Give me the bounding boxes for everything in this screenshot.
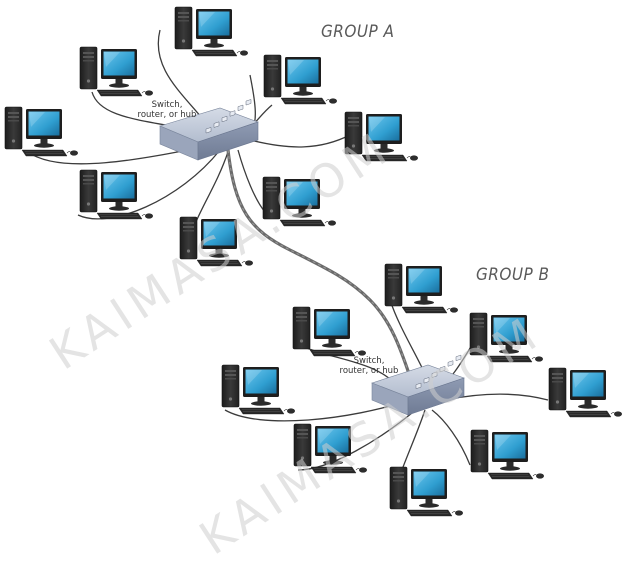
hub-a-label: Switch, router, or hub xyxy=(132,100,202,120)
hub-b-label: Switch, router, or hub xyxy=(334,356,404,376)
cable xyxy=(237,149,266,213)
hub-b-label-line2: router, or hub xyxy=(339,366,399,376)
computer-icon xyxy=(79,169,154,220)
hub-b-label-line1: Switch, xyxy=(353,356,385,366)
computer-icon xyxy=(221,364,296,415)
cable xyxy=(431,409,471,466)
computer-icon xyxy=(293,423,368,474)
group-b-title: GROUP B xyxy=(476,265,550,285)
computer-icon xyxy=(344,111,419,162)
computer-icon xyxy=(263,54,338,105)
computer-icon xyxy=(469,312,544,363)
computer-icon xyxy=(292,306,367,357)
backbone-cable xyxy=(226,148,417,394)
hub-a-label-line2: router, or hub xyxy=(137,110,197,120)
computer-icon xyxy=(470,429,545,480)
network-diagram xyxy=(4,6,623,517)
computer-icon xyxy=(179,216,254,267)
cable xyxy=(297,407,419,471)
computer-icon xyxy=(4,106,79,157)
computer-icon xyxy=(262,176,337,227)
computer-icon xyxy=(384,263,459,314)
hub-a-label-line1: Switch, xyxy=(151,100,183,110)
computer-icon xyxy=(79,46,154,97)
hub-a xyxy=(159,99,259,161)
cable xyxy=(249,134,351,148)
cable xyxy=(77,149,221,220)
computer-icon xyxy=(548,367,623,418)
group-a-title: GROUP A xyxy=(321,22,395,42)
computer-icon xyxy=(389,466,464,517)
computer-icon xyxy=(174,6,249,57)
hub-b xyxy=(371,354,465,416)
